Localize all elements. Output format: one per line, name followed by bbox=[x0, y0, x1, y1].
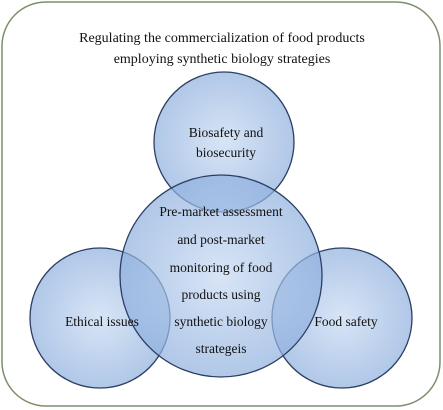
center-circle-label-line4: products using bbox=[181, 287, 260, 302]
top-circle-label-line1: Biosafety and bbox=[189, 125, 264, 140]
center-circle-label-line1: Pre-market assessment bbox=[159, 204, 283, 219]
center-circle bbox=[119, 174, 323, 378]
center-circle-label-line6: strategeis bbox=[196, 341, 247, 356]
center-circle-label-line2: and post-market bbox=[177, 232, 265, 247]
right-circle-label: Food safety bbox=[314, 314, 378, 329]
diagram-title-line1: Regulating the commercialization of food… bbox=[79, 31, 365, 46]
top-circle-label-line2: biosecurity bbox=[196, 145, 256, 160]
diagram-title-line2: employing synthetic biology strategies bbox=[114, 52, 331, 67]
center-circle-label-line3: monitoring of food bbox=[170, 260, 273, 275]
center-circle-label-line5: synthetic biology bbox=[174, 314, 268, 329]
left-circle-label: Ethical issues bbox=[65, 314, 139, 329]
